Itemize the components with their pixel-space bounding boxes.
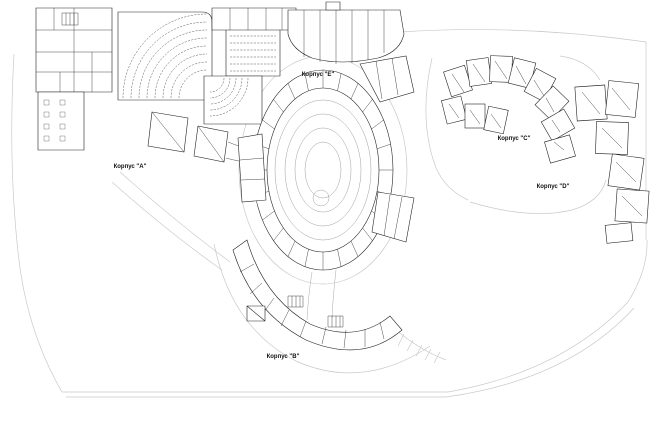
block-a-hall-rows-room <box>225 27 281 77</box>
ring-annex-east <box>371 191 415 243</box>
site-boundary-topright <box>399 29 647 240</box>
ring-inner-wall <box>266 87 380 253</box>
room-outline <box>441 95 467 125</box>
ring-annex-northeast-walls <box>375 57 399 100</box>
block-e-outline <box>287 9 405 63</box>
block-a-cafeteria <box>37 91 85 151</box>
room-outline <box>483 105 509 135</box>
block-b <box>232 239 403 351</box>
block-b-stairs-2 <box>327 315 344 328</box>
label-block-c: Корпус "C" <box>498 136 531 142</box>
block-c-room-marks <box>448 60 565 151</box>
site-parking-marks <box>395 329 447 364</box>
site-road-bottom <box>62 391 448 398</box>
block-a-top-strip-walls <box>229 8 283 30</box>
block-b-partitions <box>239 263 385 349</box>
ring-annex-northeast <box>359 55 415 103</box>
room-outline <box>465 57 493 87</box>
block-e-walls <box>303 10 385 64</box>
room-outline <box>604 80 640 118</box>
courtyard-path-1 <box>274 99 372 241</box>
ring-b-connectors <box>306 269 337 321</box>
label-block-d: Корпус "D" <box>537 184 570 190</box>
courtyard-pond <box>312 189 330 207</box>
room-outline <box>544 134 576 164</box>
label-block-e: Корпус "E" <box>302 72 335 78</box>
room-outline <box>464 103 486 129</box>
block-a-stairs <box>61 12 79 26</box>
central-ring <box>237 55 415 321</box>
site-paths-east <box>425 55 607 214</box>
block-a-annex-marks <box>151 111 225 163</box>
block-a-left-wing-walls <box>36 8 112 92</box>
block-b-stairs-1 <box>287 295 304 308</box>
block-d-room-marks <box>581 87 643 217</box>
labels: Корпус "A" Корпус "E" Корпус "B" Корпус … <box>114 72 570 360</box>
ring-annex-west <box>237 133 267 203</box>
room-outline <box>540 108 576 142</box>
block-a-fan-hall-seats <box>209 77 249 117</box>
block-b-outbuilding <box>246 305 266 322</box>
site-arc-south <box>213 243 431 374</box>
block-a-top-strip <box>211 7 297 31</box>
block-e <box>287 1 405 64</box>
ring-annex-west-walls <box>239 157 266 181</box>
block-b-band <box>232 239 403 351</box>
label-block-b: Корпус "B" <box>267 354 300 360</box>
site-path-a-to-b <box>111 171 231 271</box>
room-outline <box>604 222 634 244</box>
block-a <box>35 7 297 163</box>
courtyard-path-3 <box>294 127 352 213</box>
room-outline <box>489 55 513 83</box>
site-road-southeast <box>445 239 648 398</box>
block-a-auditorium <box>117 11 213 101</box>
room-outline <box>534 85 570 121</box>
site-context <box>11 29 648 398</box>
label-block-a: Корпус "A" <box>114 164 147 170</box>
block-c <box>441 55 576 164</box>
courtyard-path-2 <box>284 113 362 227</box>
block-a-auditorium-seats <box>122 13 208 99</box>
site-boundary-left <box>11 53 63 393</box>
block-a-cafeteria-tables <box>43 99 66 142</box>
courtyard-path-4 <box>304 141 342 199</box>
ring-annex-east-walls <box>383 194 403 240</box>
block-e-roof-box <box>325 1 341 11</box>
block-d <box>574 80 650 244</box>
